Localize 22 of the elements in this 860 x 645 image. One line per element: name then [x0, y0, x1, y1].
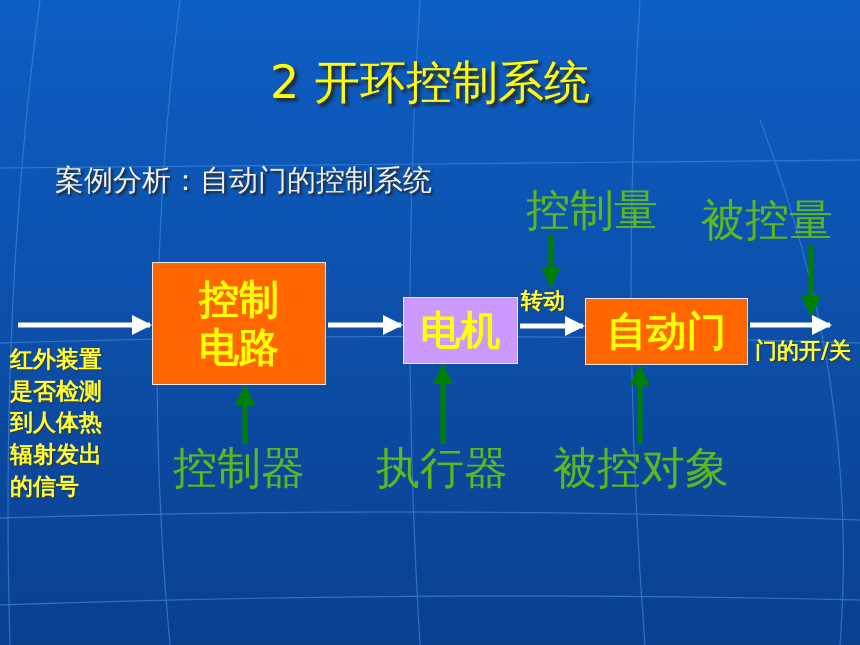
arrow	[18, 315, 152, 335]
arrow	[235, 385, 255, 444]
edge-label: 转动	[521, 288, 565, 316]
signal-text: 红外装置是否检测到人体热辐射发出的信号	[10, 346, 103, 502]
subtitle: 案例分析：自动门的控制系统	[55, 162, 433, 199]
arrow	[328, 315, 403, 335]
component-label: 执行器	[376, 444, 526, 494]
block-box: 电机	[403, 297, 518, 364]
component-label: 被控对象	[553, 444, 748, 494]
arrow	[801, 246, 821, 316]
component-label: 被控量	[701, 196, 851, 246]
arrow	[520, 316, 585, 336]
arrow	[433, 364, 453, 444]
component-label: 控制量	[526, 186, 676, 236]
title: 2 开环控制系统	[269, 54, 591, 111]
arrow	[541, 236, 561, 287]
component-label: 控制器	[173, 444, 323, 494]
output-text: 门的开/关	[755, 337, 855, 397]
block-box: 自动门	[585, 298, 748, 365]
arrow	[630, 365, 650, 444]
arrow	[750, 315, 832, 335]
block-box: 控制电路	[152, 262, 326, 385]
